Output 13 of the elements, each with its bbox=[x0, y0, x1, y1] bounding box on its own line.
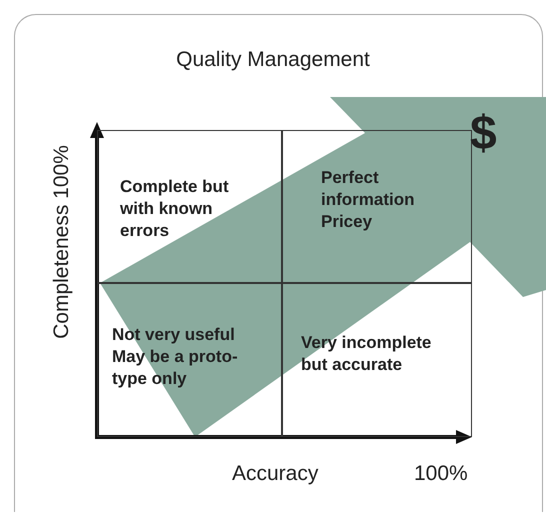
quadrant-text: Not very useful bbox=[112, 324, 236, 346]
axis-label: 100% bbox=[414, 462, 468, 486]
quadrant bbox=[97, 283, 282, 437]
quadrant-text: Pricey bbox=[321, 211, 374, 233]
quadrant-text: Perfect information bbox=[321, 167, 416, 211]
quadrant bbox=[282, 283, 472, 437]
dollar-sign: $ bbox=[470, 106, 497, 161]
quadrant bbox=[97, 130, 282, 283]
quadrant bbox=[282, 130, 472, 283]
axis-label: Accuracy bbox=[232, 462, 318, 486]
title: Quality Management bbox=[175, 48, 371, 72]
axis-label: Completeness 100% bbox=[50, 144, 74, 341]
quadrant-text: Complete but with known errors bbox=[120, 176, 230, 242]
